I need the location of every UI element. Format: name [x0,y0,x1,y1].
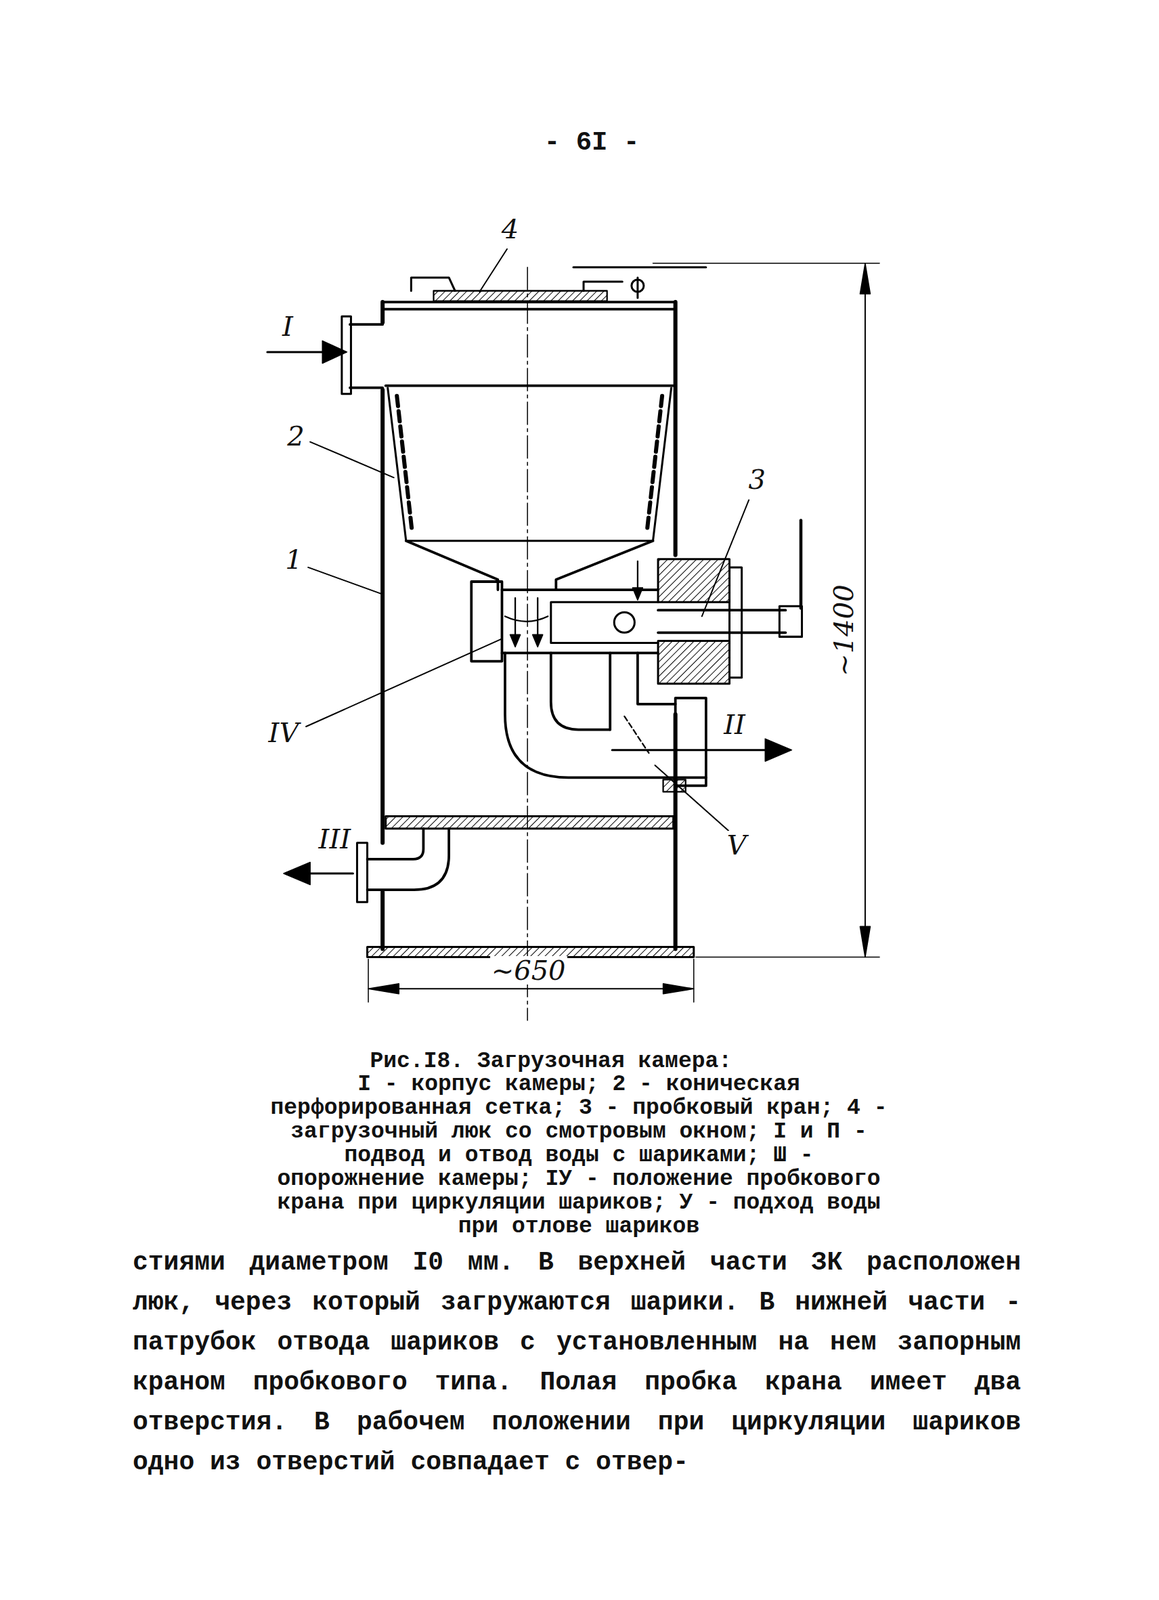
position-label: IV [267,718,301,747]
arrow-head [283,861,311,885]
page-number: - 6I - [542,128,641,157]
dimension-line [371,987,692,990]
arrow-head [532,634,543,647]
sieve-funnel [406,540,654,590]
leader-line [310,442,395,478]
leader-line [655,764,730,830]
callout-number: 1 [283,544,304,574]
inlet-pipe [350,324,383,388]
cock-flange [729,567,742,678]
drain-flange [356,842,367,902]
perforated-sieve [396,396,663,533]
figure-title: Рис.I8. Загрузочная камера: [368,1049,734,1074]
leader-line [308,567,382,594]
arrow-head [510,634,521,647]
caption-text: I - корпус камеры; 2 - коническая перфор… [267,1072,891,1239]
arrow-head [663,983,694,994]
dimension-line [864,267,866,954]
dimension: ~1400 [829,583,858,678]
center-line [526,267,529,1021]
partition [385,816,674,829]
cock-stem [658,609,786,633]
arrow-head [859,926,870,957]
arrow-head [632,587,643,600]
top-plate [382,301,676,310]
plug-hole [614,611,635,633]
flow-label: I [280,312,295,341]
arrow-head [322,340,347,363]
chamber-wall [382,301,676,949]
position-label: V [725,830,749,860]
cock-handle [799,520,803,609]
flow-label: II [722,710,747,739]
hatch-clamp [410,277,455,292]
sieve-rim [385,384,674,388]
cock-housing [501,589,659,653]
inlet-arrow [267,350,325,353]
stem-nut [779,605,802,637]
hatch-hinge [631,279,644,292]
leader-line [479,249,508,292]
leader-line [305,638,502,727]
dimension: ~650 [490,955,568,985]
leader-line [702,499,749,617]
arrow-head [859,263,870,294]
loading-hatch [433,290,607,301]
cock-plug [551,601,659,643]
arrow-head [368,983,399,994]
drain-arrow [308,871,353,874]
flow-label: III [317,824,353,854]
callout-number: 2 [285,421,306,451]
callout-number: 4 [500,214,520,244]
hatch-handle [573,267,707,298]
arrow-head [764,738,792,761]
drain-elbow [367,828,450,890]
catch-flow [624,716,649,753]
extension-line [653,263,881,958]
cock-gland [658,640,730,684]
outlet-arrow [611,748,768,751]
body-text: стиями диаметром I0 мм. В верхней части … [132,1242,1021,1482]
bypass-pipe [609,652,675,730]
sieve-wall [387,387,672,541]
inlet-flange [341,316,352,395]
outlet-nozzle [675,697,707,786]
callout-number: 3 [746,465,767,494]
cock-end-cap [471,581,502,662]
cock-gland [658,559,730,602]
